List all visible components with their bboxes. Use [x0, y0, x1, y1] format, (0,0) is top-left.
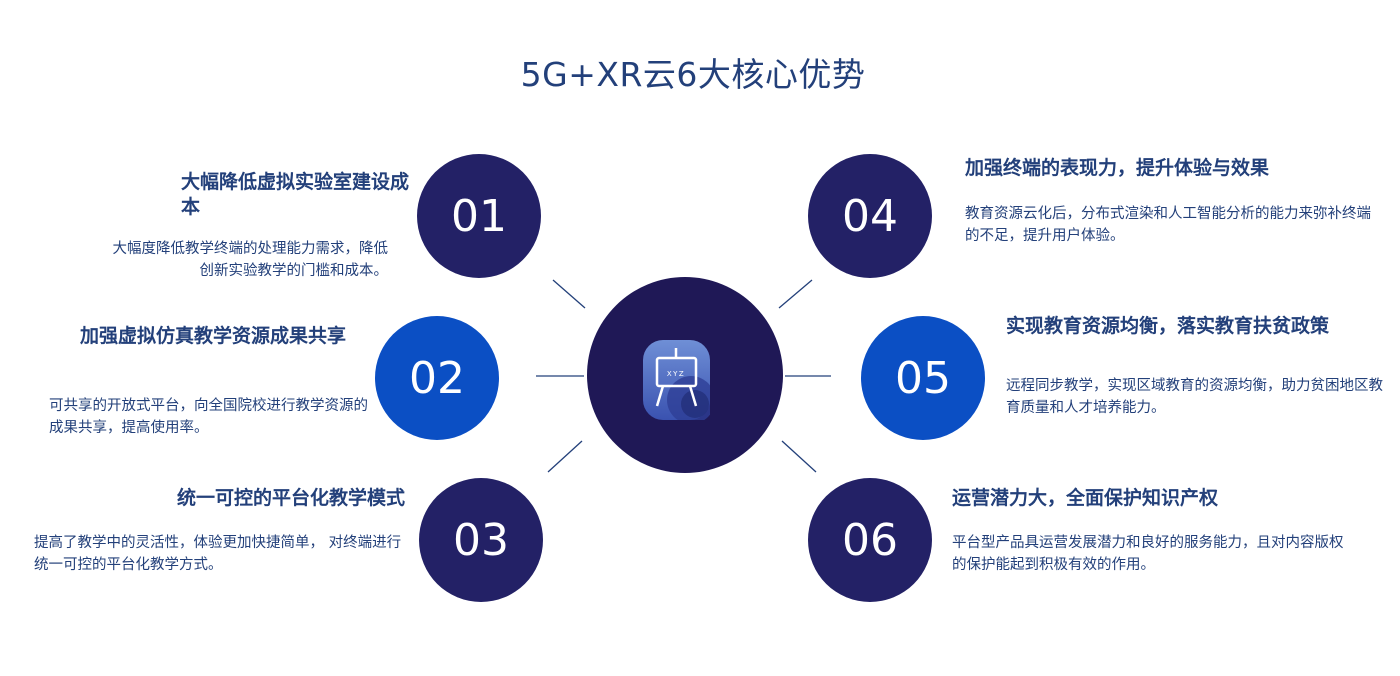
- heading-04: 加强终端的表现力，提升体验与效果: [965, 157, 1270, 179]
- description-02: 可共享的开放式平台，向全国院校进行教学资源的成果共享，提高使用率。: [49, 398, 368, 436]
- heading-05: 实现教育资源均衡，落实教育扶贫政策: [1006, 315, 1330, 337]
- description-06: 平台型产品具运营发展潜力和良好的服务能力，且对内容版权的保护能起到积极有效的作用…: [952, 535, 1344, 573]
- number-circle-04: 04: [808, 154, 932, 278]
- description-04: 教育资源云化后，分布式渲染和人工智能分析的能力来弥补终端的不足，提升用户体验。: [965, 206, 1371, 244]
- connector-line-01: [552, 279, 586, 309]
- number-circle-05: 05: [861, 316, 985, 440]
- number-circle-06: 06: [808, 478, 932, 602]
- page-title: 5G+XR云6大核心优势: [520, 55, 866, 94]
- connector-line-06: [781, 440, 817, 473]
- heading-03: 统一可控的平台化教学模式: [176, 487, 405, 509]
- description-01: 大幅度降低教学终端的处理能力需求，降低 创新实验教学的门槛和成本。: [112, 241, 389, 279]
- number-circle-01: 01: [417, 154, 541, 278]
- heading-01: 大幅降低虚拟实验室建设成本: [181, 171, 410, 218]
- presentation-board-icon: XYZ: [643, 340, 710, 420]
- heading-06: 运营潜力大，全面保护知识产权: [952, 487, 1219, 509]
- connector-line-03: [547, 440, 583, 473]
- description-05: 远程同步教学，实现区域教育的资源均衡，助力贫困地区教育质量和人才培养能力。: [1006, 378, 1383, 416]
- heading-02: 加强虚拟仿真教学资源成果共享: [80, 325, 347, 347]
- number-circle-02: 02: [375, 316, 499, 440]
- connector-line-04: [778, 279, 813, 309]
- description-03: 提高了教学中的灵活性，体验更加快捷简单， 对终端进行统一可控的平台化教学方式。: [34, 535, 402, 573]
- number-circle-03: 03: [419, 478, 543, 602]
- icon-label: XYZ: [667, 370, 685, 378]
